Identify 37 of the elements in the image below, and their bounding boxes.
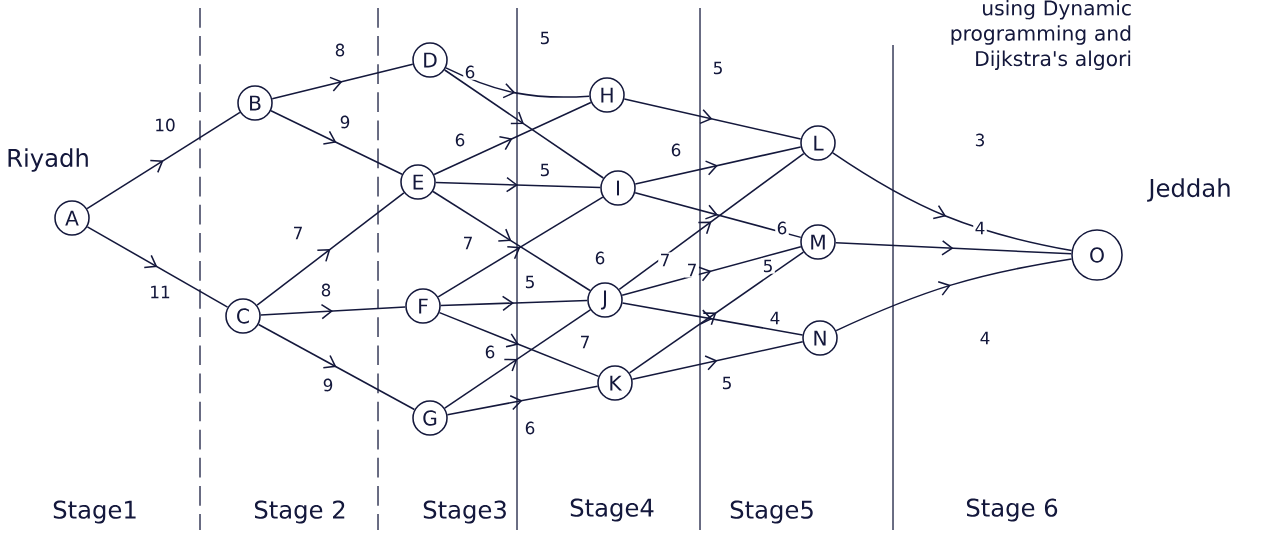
- edge-label: 11: [147, 284, 173, 300]
- edge-label: 6: [523, 420, 537, 436]
- stage-label: Stage1: [53, 500, 136, 524]
- edge-label: 5: [538, 162, 552, 178]
- edge-label: 6: [775, 220, 789, 236]
- edge-label: 7: [578, 334, 592, 350]
- edge-label: 8: [319, 282, 333, 298]
- stage-label: Stage 6: [966, 498, 1058, 522]
- edge-label: 6: [593, 250, 607, 266]
- edge-label: 9: [321, 377, 335, 393]
- edge-label: 5: [720, 375, 734, 391]
- edge-label: 6: [483, 344, 497, 360]
- stage-label: Stage5: [730, 500, 813, 524]
- edge-label: 5: [761, 258, 775, 274]
- edge-label: 6: [463, 64, 477, 80]
- stage-label: Stage3: [423, 500, 506, 524]
- edge-label: 5: [523, 274, 537, 290]
- edge-label: 7: [658, 252, 672, 268]
- edge-label: 4: [978, 330, 992, 346]
- city-label: Riyadh: [8, 148, 88, 172]
- note-text: using Dynamic programming and Dijkstra's algori: [951, 0, 1131, 71]
- edge-label: 9: [338, 114, 352, 130]
- edge-label: 7: [291, 225, 305, 241]
- edge-label: 7: [461, 235, 475, 251]
- edge-label: 5: [538, 30, 552, 46]
- stage-label: Stage4: [570, 498, 654, 522]
- edge-label: 6: [453, 132, 467, 148]
- edge-label: 7: [685, 262, 699, 278]
- city-label: Jeddah: [1147, 178, 1230, 202]
- edge-label: 8: [333, 42, 347, 58]
- edge-label: 5: [711, 60, 725, 76]
- edge-label: 3: [973, 132, 987, 148]
- edge-label: 4: [768, 310, 782, 326]
- edge-label: 10: [152, 117, 178, 133]
- edge-label: 4: [973, 220, 987, 236]
- edge-label: 6: [669, 142, 683, 158]
- stage-label: Stage 2: [254, 500, 345, 524]
